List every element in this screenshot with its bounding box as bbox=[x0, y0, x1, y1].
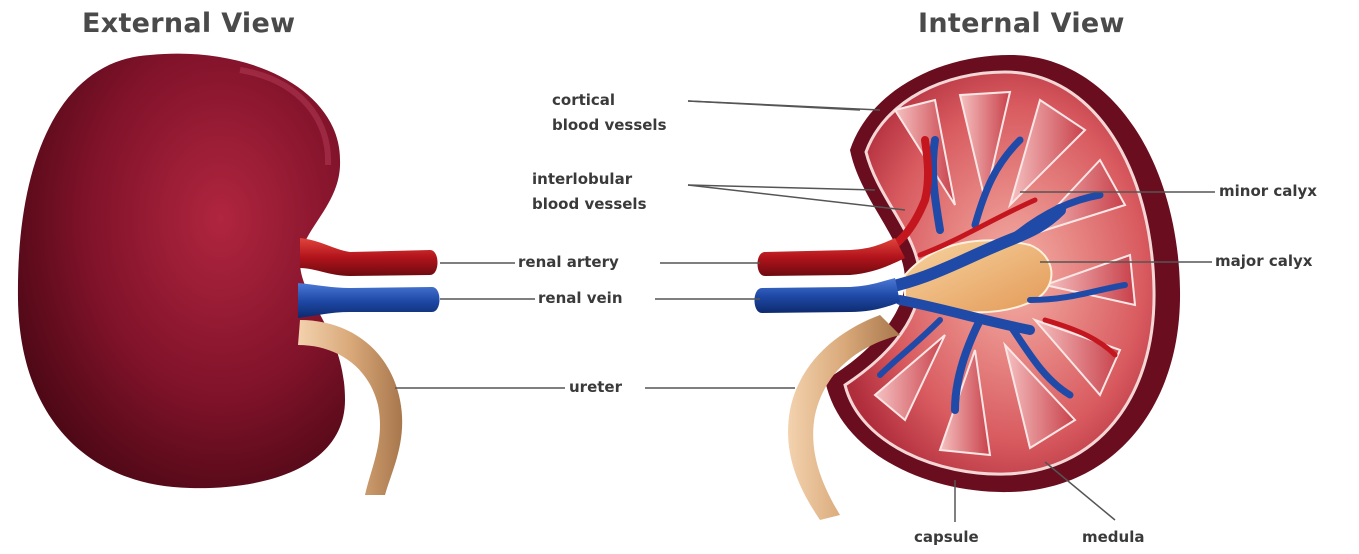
label-interlobular-blood-vessels: interlobular blood vessels bbox=[532, 167, 647, 217]
external-view-title: External View bbox=[82, 8, 295, 39]
internal-view-title: Internal View bbox=[918, 8, 1125, 39]
label-capsule: capsule bbox=[914, 526, 979, 549]
label-major-calyx: major calyx bbox=[1215, 250, 1312, 273]
label-interlobular-line2: blood vessels bbox=[532, 192, 647, 217]
label-renal-vein: renal vein bbox=[538, 287, 623, 310]
label-minor-calyx: minor calyx bbox=[1219, 180, 1317, 203]
label-interlobular-line1: interlobular bbox=[532, 167, 647, 192]
internal-kidney bbox=[755, 55, 1181, 520]
external-kidney bbox=[18, 54, 440, 495]
label-cortical-blood-vessels: cortical blood vessels bbox=[552, 88, 667, 138]
internal-renal-vein bbox=[755, 278, 901, 313]
external-renal-artery bbox=[300, 238, 438, 276]
external-renal-vein bbox=[298, 283, 440, 318]
label-medula: medula bbox=[1082, 526, 1144, 549]
external-kidney-body bbox=[18, 54, 345, 488]
label-cortical-line2: blood vessels bbox=[552, 113, 667, 138]
label-cortical-line1: cortical bbox=[552, 88, 667, 113]
label-renal-artery: renal artery bbox=[518, 251, 619, 274]
label-ureter: ureter bbox=[569, 376, 622, 399]
internal-renal-artery bbox=[758, 238, 906, 276]
